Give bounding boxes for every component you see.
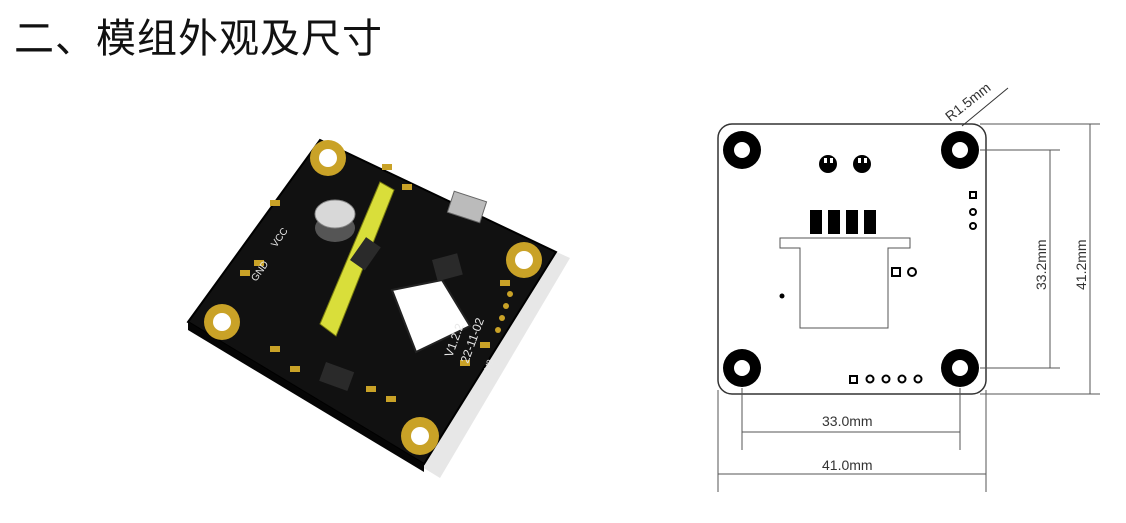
- width-outer-label: 41.0mm: [822, 457, 873, 473]
- drawing-hole: [941, 131, 979, 169]
- mounting-hole: [401, 417, 439, 455]
- pin-header: [495, 291, 513, 333]
- button-switch: [446, 190, 488, 224]
- ic-chip: [350, 237, 381, 271]
- module-3d-render: VCC GND V1.2.2 22-11-02 3V3: [186, 138, 570, 478]
- drawing-hole: [723, 131, 761, 169]
- mounting-hole: [310, 140, 346, 176]
- sensor-window: [390, 278, 472, 354]
- height-outer-label: 41.2mm: [1073, 239, 1089, 290]
- pcb-board: [186, 138, 558, 466]
- corner-radius-label: R1.5mm: [942, 80, 994, 124]
- mounting-hole: [506, 242, 542, 278]
- cutout-outline: [779, 237, 911, 329]
- drawing-hole: [941, 349, 979, 387]
- capacitor: [314, 199, 356, 242]
- board-outline: [717, 123, 987, 395]
- ic-chip: [319, 362, 355, 392]
- width-inner-label: 33.0mm: [822, 413, 873, 429]
- dimension-drawing: R1.5mm 33.2mm 41.2mm 33.0mm 41.0mm: [717, 80, 1100, 492]
- ic-chip: [432, 253, 463, 282]
- drawing-hole: [723, 349, 761, 387]
- section-title: 二、模组外观及尺寸: [14, 16, 383, 62]
- height-inner-label: 33.2mm: [1033, 239, 1049, 290]
- mounting-hole: [204, 304, 240, 340]
